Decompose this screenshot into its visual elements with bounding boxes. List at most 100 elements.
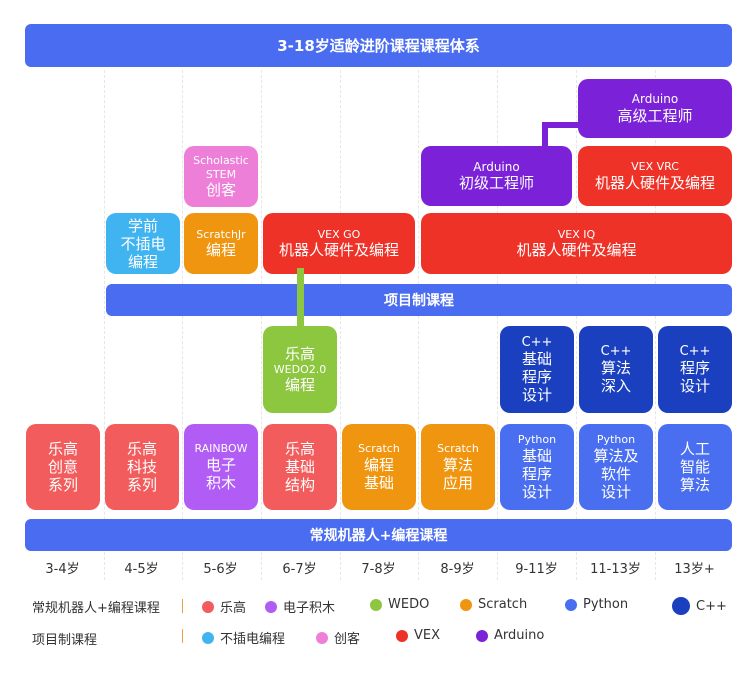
age-label: 9-11岁 <box>515 562 558 577</box>
legend-label: 乐高 <box>220 601 247 616</box>
regular-course-bar: 常规机器人+编程课程 <box>25 519 732 551</box>
legend-dot-icon <box>202 631 214 644</box>
box-line: 结构 <box>284 476 315 494</box>
legend-item: VEX <box>396 628 440 643</box>
box-main: 高级工程师 <box>617 106 693 125</box>
box-line: 设计 <box>679 377 710 396</box>
connector-arrow <box>542 122 578 146</box>
age-label: 13岁+ <box>674 562 715 577</box>
wedo-box: 乐高 WEDO2.0 编程 <box>263 326 337 413</box>
box-line: 积木 <box>205 473 236 492</box>
legend-item: 乐高 <box>202 597 246 616</box>
age-label: 11-13岁 <box>590 562 641 577</box>
box-line: 应用 <box>442 473 473 492</box>
box-sub: C++ <box>521 334 553 350</box>
box-sub: VEX IQ <box>557 227 596 241</box>
box-line: 编程 <box>284 376 315 395</box>
box-main: 初级工程师 <box>458 174 534 193</box>
legend-dot-icon <box>565 598 577 611</box>
regular-course-box: 乐高创意系列 <box>26 424 100 510</box>
box-sub: Scholastic <box>193 154 249 168</box>
legend-label: 不插电编程 <box>220 632 286 647</box>
box-line: 人工 <box>679 440 710 458</box>
legend-item: C++ <box>672 597 727 615</box>
legend-label: Python <box>583 597 629 612</box>
box-line: 算法及 <box>593 446 639 465</box>
box-line: 软件 <box>600 464 631 483</box>
age-label: 4-5岁 <box>124 562 159 577</box>
legend-item: Python <box>565 597 628 612</box>
box-line: 乐高 <box>284 344 315 363</box>
box-line: 基础 <box>521 350 552 369</box>
scratchjr-box: ScratchJr 编程 <box>184 213 258 274</box>
legend-dot-icon <box>265 600 277 613</box>
box-line: 乐高 <box>47 440 78 458</box>
box-line: 算法 <box>600 359 631 378</box>
arduino-beginner-box: Arduino 初级工程师 <box>421 146 572 206</box>
age-label: 6-7岁 <box>282 562 317 577</box>
regular-course-box: 乐高基础结构 <box>263 424 337 510</box>
legend-item: Arduino <box>476 628 544 643</box>
unplugged-box: 学前 不插电 编程 <box>106 213 180 274</box>
legend-dot-icon <box>460 598 472 611</box>
legend-item: 创客 <box>316 628 360 647</box>
legend-label: Arduino <box>494 628 545 643</box>
box-line: 算法 <box>442 455 473 474</box>
box-line: 乐高 <box>284 440 315 458</box>
cpp-course-box: C++基础程序设计 <box>500 326 574 413</box>
title-bar: 3-18岁适龄进阶课程课程体系 <box>25 24 732 67</box>
box-line: 设计 <box>600 482 631 501</box>
box-line: 不插电 <box>120 234 166 253</box>
box-line: 系列 <box>126 476 157 494</box>
legend-item: 不插电编程 <box>202 628 285 647</box>
box-line: 设计 <box>521 482 552 501</box>
box-line: 电子 <box>205 455 236 474</box>
legend-dot-icon <box>370 598 382 611</box>
box-line: 基础 <box>363 473 394 492</box>
project-course-bar: 项目制课程 <box>106 284 732 316</box>
legend-label: Scratch <box>478 597 528 612</box>
age-label: 5-6岁 <box>203 562 238 577</box>
box-sub: Scratch <box>358 442 400 456</box>
box-line: 程序 <box>679 359 710 378</box>
box-sub: C++ <box>600 343 632 359</box>
box-main: 创客 <box>205 180 236 199</box>
legend-dot-icon <box>316 631 328 644</box>
box-line: 系列 <box>47 476 78 494</box>
box-line: 编程 <box>363 455 394 474</box>
legend-label: WEDO <box>388 597 430 612</box>
legend-label: C++ <box>696 598 727 614</box>
legend-label: 创客 <box>334 632 361 647</box>
box-line: 程序 <box>521 464 552 483</box>
box-sub: STEM <box>205 167 237 181</box>
box-sub: Scratch <box>437 442 479 456</box>
box-main: 机器人硬件及编程 <box>594 173 715 192</box>
box-line: 学前 <box>127 216 158 235</box>
vex-vrc-box: VEX VRC 机器人硬件及编程 <box>578 146 732 206</box>
box-sub: RAINBOW <box>194 442 248 456</box>
box-sub: Arduino <box>631 92 679 107</box>
box-main: 编程 <box>205 241 236 260</box>
box-line: 算法 <box>679 476 710 494</box>
box-line: 智能 <box>679 458 710 476</box>
box-sub: Python <box>517 433 557 447</box>
box-sub: Arduino <box>473 159 520 174</box>
box-sub: ScratchJr <box>196 227 246 241</box>
age-label: 3-4岁 <box>45 562 80 577</box>
regular-course-box: 人工智能算法 <box>658 424 732 510</box>
regular-course-box: 乐高科技系列 <box>105 424 179 510</box>
age-label: 8-9岁 <box>440 562 475 577</box>
box-line: 编程 <box>127 252 158 271</box>
box-line: 乐高 <box>126 440 157 458</box>
legend-dot-icon <box>672 597 690 615</box>
cpp-course-box: C++算法深入 <box>579 326 653 413</box>
box-main: 机器人硬件及编程 <box>278 241 399 260</box>
arduino-advanced-box: Arduino 高级工程师 <box>578 79 732 138</box>
vex-go-box: VEX GO 机器人硬件及编程 <box>263 213 415 274</box>
